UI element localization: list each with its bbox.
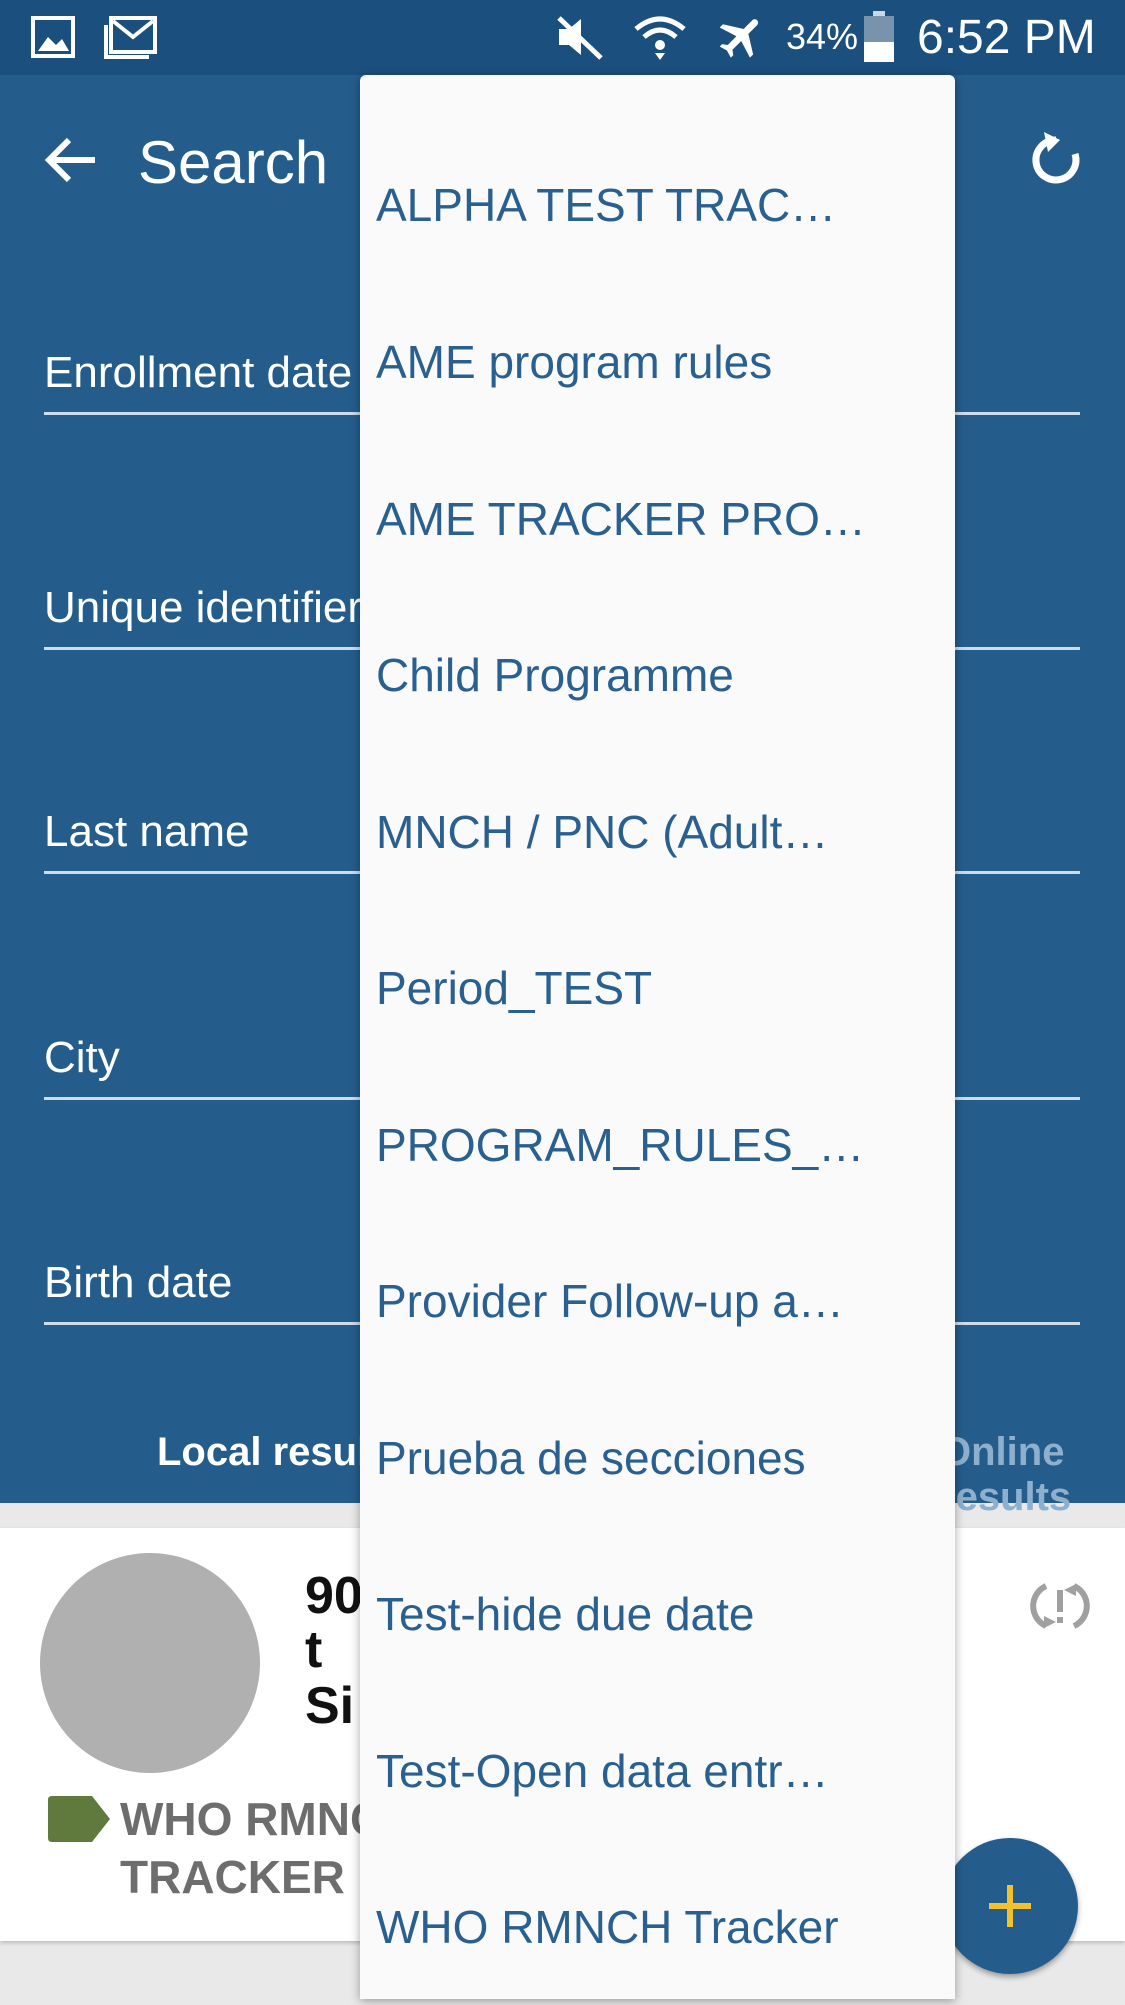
page-title: Search [138,129,329,196]
attribute-line: 90 [305,1567,363,1625]
avatar [40,1553,260,1773]
tab-online-results[interactable]: Online results [940,1430,1072,1519]
add-button[interactable] [942,1838,1078,1974]
refresh-icon [1032,132,1080,184]
field-label: Enrollment date [44,348,353,397]
plus-icon [989,1885,1031,1927]
program-dropdown: ALPHA TEST TRAC… AME program rules AME T… [360,75,955,1999]
field-label: Last name [44,807,250,856]
program-option[interactable]: Test-hide due date [376,1588,755,1640]
program-option[interactable]: AME TRACKER PRO… [376,493,866,545]
battery-icon [863,11,895,62]
program-option[interactable]: AME program rules [376,336,773,388]
program-option[interactable]: Prueba de secciones [376,1432,806,1484]
program-option[interactable]: Test-Open data entr… [376,1745,829,1797]
program-option[interactable]: PROGRAM_RULES_… [376,1119,865,1171]
arrow-left-icon [44,137,95,183]
status-bar: 34% 6:52 PM [0,0,1125,75]
program-tag-icon [48,1796,110,1842]
attribute-line: t [305,1621,323,1679]
mute-icon [555,12,605,62]
program-option[interactable]: Child Programme [376,649,734,701]
program-option[interactable]: MNCH / PNC (Adult… [376,806,829,858]
status-time: 6:52 PM [917,10,1096,64]
gmail-icon [103,12,159,62]
program-option[interactable]: WHO RMNCH Tracker [376,1901,839,1953]
battery-percent: 34% [786,16,859,57]
gallery-icon [30,12,76,62]
refresh-button[interactable] [1025,125,1087,195]
program-option[interactable]: Period_TEST [376,962,653,1014]
program-option[interactable]: ALPHA TEST TRAC… [376,179,837,231]
field-label: Unique identifier [44,583,362,632]
back-button[interactable] [40,125,100,195]
program-option[interactable]: Provider Follow-up a… [376,1275,844,1327]
field-label: Birth date [44,1258,233,1307]
wifi-icon [633,12,687,62]
field-label: City [44,1033,120,1082]
airplane-mode-icon [715,12,769,62]
sync-error-icon[interactable] [1030,1578,1090,1639]
attribute-line: Si [305,1677,355,1735]
